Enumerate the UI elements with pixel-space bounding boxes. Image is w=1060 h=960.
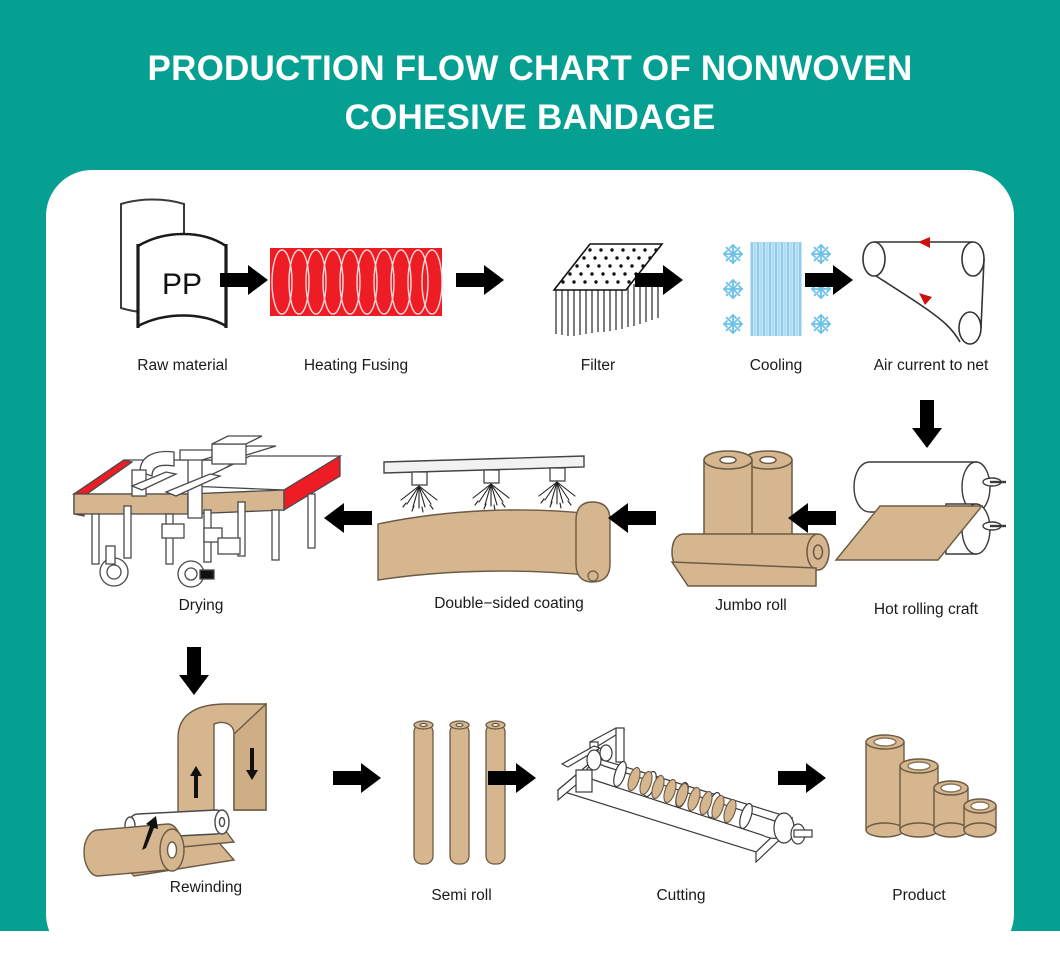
step-label-filter: Filter	[580, 357, 616, 374]
air-current-to-net-icon	[856, 232, 1006, 348]
cutting-icon	[542, 712, 817, 864]
arrow-right-6	[486, 760, 538, 796]
step-heating-fusing[interactable]: Heating Fusing	[256, 186, 456, 396]
flow-chart-card: PP Raw material	[46, 170, 1014, 960]
hot-rolling-craft-icon	[834, 442, 1014, 582]
rewinding-icon	[76, 690, 336, 877]
page-title: PRODUCTION FLOW CHART OF NONWOVEN COHESI…	[0, 44, 1060, 142]
arrow-right-2	[454, 262, 506, 298]
step-hot-rolling-craft[interactable]: Hot rolling craft	[828, 432, 1014, 622]
step-label-semi-roll: Semi roll	[431, 887, 492, 904]
step-cooling[interactable]: Cooling	[676, 186, 876, 396]
step-label-cutting: Cutting	[656, 887, 706, 904]
arrow-left-1	[322, 500, 374, 536]
arrow-right-3	[633, 262, 685, 298]
double-sided-coating-icon	[374, 436, 644, 591]
raw-material-icon: PP	[80, 186, 285, 346]
step-semi-roll[interactable]: Semi roll	[364, 698, 559, 904]
arrow-left-2	[606, 500, 658, 536]
step-label-double-sided-coating: Double−sided coating	[434, 595, 584, 612]
product-icon	[860, 728, 1000, 858]
flow-chart-poster: PRODUCTION FLOW CHART OF NONWOVEN COHESI…	[0, 0, 1060, 931]
arrow-right-7	[776, 760, 828, 796]
page-title-line-1: PRODUCTION FLOW CHART OF NONWOVEN	[147, 49, 913, 88]
arrow-down-row1-to-row2	[909, 398, 945, 450]
step-cutting[interactable]: Cutting	[536, 698, 826, 904]
step-air-current-to-net[interactable]: Air current to net	[836, 186, 1014, 396]
page-title-line-2: COHESIVE BANDAGE	[344, 98, 716, 137]
step-label-hot-rolling-craft: Hot rolling craft	[873, 601, 979, 618]
step-rewinding[interactable]: Rewinding	[66, 690, 346, 900]
jumbo-roll-icon	[670, 436, 850, 587]
step-filter[interactable]: Filter	[498, 186, 698, 396]
drying-icon	[62, 435, 343, 590]
semi-roll-icon	[402, 714, 522, 874]
step-label-cooling: Cooling	[749, 357, 803, 374]
step-raw-material[interactable]: PP Raw material	[80, 186, 285, 396]
step-drying[interactable]: Drying	[56, 435, 346, 628]
step-jumbo-roll[interactable]: Jumbo roll	[646, 428, 856, 623]
step-product[interactable]: Product	[814, 698, 1014, 904]
step-label-raw-material: Raw material	[137, 357, 228, 374]
step-label-product: Product	[892, 887, 946, 904]
arrow-right-5	[331, 760, 383, 796]
raw-material-code: PP	[162, 268, 202, 301]
step-label-heating-fusing: Heating Fusing	[303, 357, 409, 374]
arrow-right-4	[803, 262, 855, 298]
step-label-rewinding: Rewinding	[169, 879, 243, 896]
arrow-down-row2-to-row3	[176, 645, 212, 697]
cooling-icon	[719, 238, 837, 340]
arrow-left-3	[786, 500, 838, 536]
arrow-right-1	[218, 262, 270, 298]
heating-fusing-icon	[270, 248, 443, 316]
step-double-sided-coating[interactable]: Double−sided coating	[364, 436, 654, 626]
step-label-air-current-to-net: Air current to net	[873, 357, 989, 374]
step-label-jumbo-roll: Jumbo roll	[715, 597, 787, 614]
step-label-drying: Drying	[178, 597, 224, 614]
